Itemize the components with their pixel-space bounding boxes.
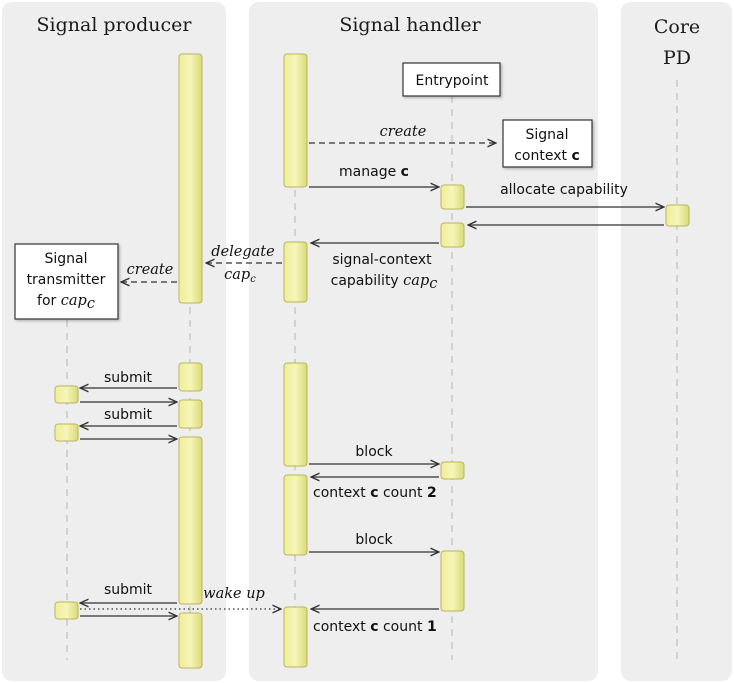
label-submit-1: submit (104, 370, 153, 386)
transmitter-label-cap-sub: c (87, 296, 95, 312)
activation-transmitter-3 (54, 601, 79, 620)
activation-entrypoint-2 (440, 222, 465, 248)
label-block-2: block (355, 532, 393, 548)
label-count-2-value: 2 (427, 485, 437, 501)
lane-title-handler: Signal handler (339, 14, 481, 36)
activation-producer-1 (178, 53, 203, 304)
label-count-1-prefix: context (313, 619, 370, 635)
activation-handler-2 (283, 241, 308, 303)
lane-title-core-line2: PD (663, 47, 691, 69)
activation-producer-5 (178, 612, 203, 669)
label-count-2-mid: count (379, 485, 427, 501)
activation-entrypoint-3 (440, 461, 465, 480)
label-submit-3: submit (104, 582, 153, 598)
label-delegate-cap: capc (224, 267, 256, 285)
label-wake-up: wake up (203, 586, 265, 602)
label-count-2-prefix: context (313, 485, 370, 501)
label-block-1: block (355, 444, 393, 460)
transmitter-label-line3: for capc (37, 293, 95, 312)
activation-handler-5 (283, 606, 308, 668)
label-manage-text: manage (339, 164, 401, 180)
activation-core (665, 204, 690, 227)
activation-producer-2 (178, 362, 203, 392)
label-capability-cap-sub: c (429, 276, 437, 292)
lane-signal-producer (2, 2, 226, 681)
label-allocate: allocate capability (500, 182, 628, 198)
signal-transmitter-box (14, 243, 119, 320)
label-create-context: create (380, 124, 427, 140)
activation-transmitter-1 (54, 385, 79, 404)
transmitter-label-line2: transmitter (27, 272, 106, 288)
lane-signal-handler (249, 2, 598, 681)
activation-producer-3 (178, 399, 203, 429)
label-count-1-value: 1 (427, 619, 437, 635)
label-manage-bold: c (401, 164, 409, 180)
entrypoint-label: Entrypoint (416, 73, 489, 89)
signal-context-label-bold: c (571, 148, 579, 164)
label-delegate-cap-sub: c (250, 274, 256, 285)
activation-entrypoint-1 (440, 184, 465, 210)
entrypoint-box (402, 62, 501, 97)
label-context-count-1: context c count 1 (313, 619, 437, 635)
activation-handler-1 (283, 53, 308, 188)
transmitter-label-cap: cap (61, 293, 87, 309)
label-count-1-c: c (370, 619, 378, 635)
activation-transmitter-2 (54, 423, 79, 442)
transmitter-label-for: for (37, 293, 61, 309)
signal-context-box (502, 119, 593, 168)
label-manage: manage c (339, 164, 409, 180)
label-create-transmitter: create (127, 262, 174, 278)
lane-title-producer: Signal producer (37, 14, 193, 36)
label-context-count-2: context c count 2 (313, 485, 437, 501)
label-delegate-cap-text: cap (224, 267, 250, 283)
signal-context-label-text: context (514, 148, 571, 164)
lane-title-core-line1: Core (654, 16, 700, 38)
signal-context-label-line2: context c (514, 148, 580, 164)
label-count-2-c: c (370, 485, 378, 501)
activation-handler-3 (283, 362, 308, 467)
label-signal-context-cap-line2: capability capc (331, 273, 438, 292)
label-count-1-mid: count (379, 619, 427, 635)
signal-context-label-line1: Signal (525, 127, 568, 143)
label-delegate: delegate (211, 244, 274, 260)
label-signal-context-cap-line1: signal-context (332, 252, 432, 268)
activation-producer-4 (178, 436, 203, 605)
activation-handler-4 (283, 474, 308, 556)
label-capability-text: capability (331, 273, 404, 289)
label-submit-2: submit (104, 407, 153, 423)
transmitter-label-line1: Signal (44, 251, 87, 267)
label-capability-cap: cap (403, 273, 429, 289)
activation-entrypoint-4 (440, 550, 465, 612)
